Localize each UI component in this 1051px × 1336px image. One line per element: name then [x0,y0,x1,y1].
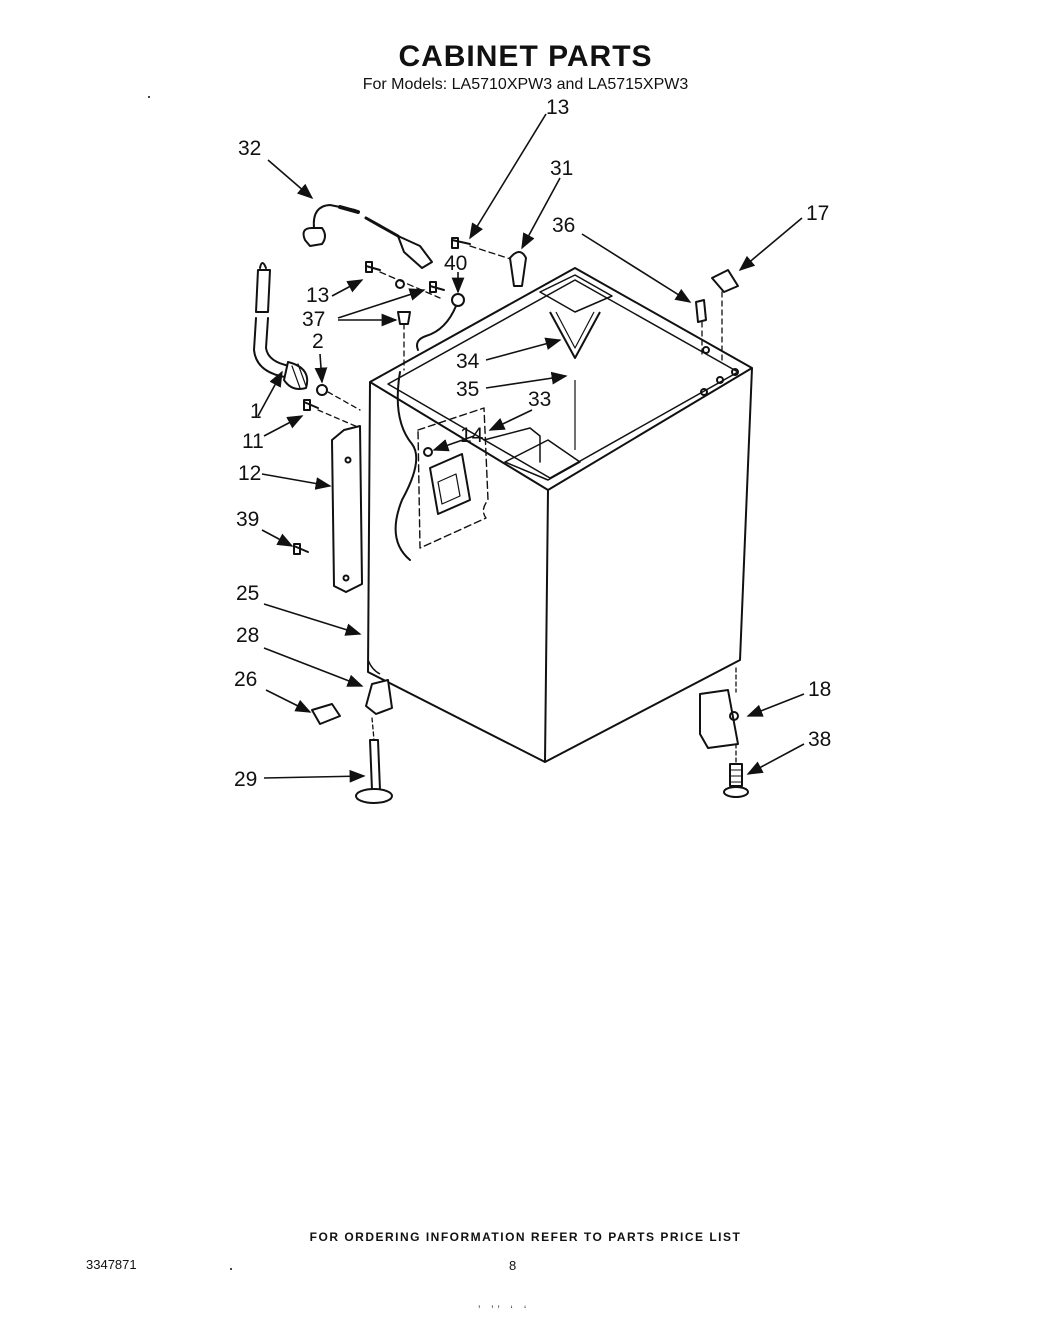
callout-25: 25 [236,582,259,605]
callout-11: 11 [242,430,264,453]
callout-40: 40 [444,252,467,275]
callout-34: 34 [456,350,480,373]
callout-13: 13 [546,96,569,119]
callout-28: 28 [236,624,259,647]
callout-38: 38 [808,728,831,751]
callout-29: 29 [234,768,257,791]
models-subtitle: For Models: LA5710XPW3 and LA5715XPW3 [362,76,689,93]
callout-35: 35 [456,378,479,401]
scan-marks: ’ ’’ ‘ ‘ [478,1304,531,1316]
scan-dot [230,1268,232,1270]
leader-lines [257,113,805,783]
callout-37: 37 [302,308,325,331]
cabinet-body [367,267,753,763]
small-parts [253,204,749,804]
callout-2: 2 [312,330,324,353]
ordering-note: FOR ORDERING INFORMATION REFER TO PARTS … [309,1230,742,1244]
callout-31: 31 [550,157,573,180]
callout-36: 36 [552,214,575,237]
callout-14: 14 [460,424,484,447]
callout-26: 26 [234,668,257,691]
callout-12: 12 [238,462,261,485]
callout-18: 18 [808,678,831,701]
callout-labels: 13 32 31 36 17 40 13 37 2 34 35 33 1 11 … [234,96,831,791]
document-number: 3347871 [86,1257,137,1272]
callout-33: 33 [528,388,551,411]
callout-39: 39 [236,508,259,531]
callout-32: 32 [238,137,261,160]
page-title: CABINET PARTS [398,40,653,73]
page-number: 8 [509,1258,517,1273]
callout-13-lower: 13 [306,284,329,307]
callout-1: 1 [250,400,262,423]
scan-dot [148,96,150,98]
callout-17: 17 [806,202,829,225]
